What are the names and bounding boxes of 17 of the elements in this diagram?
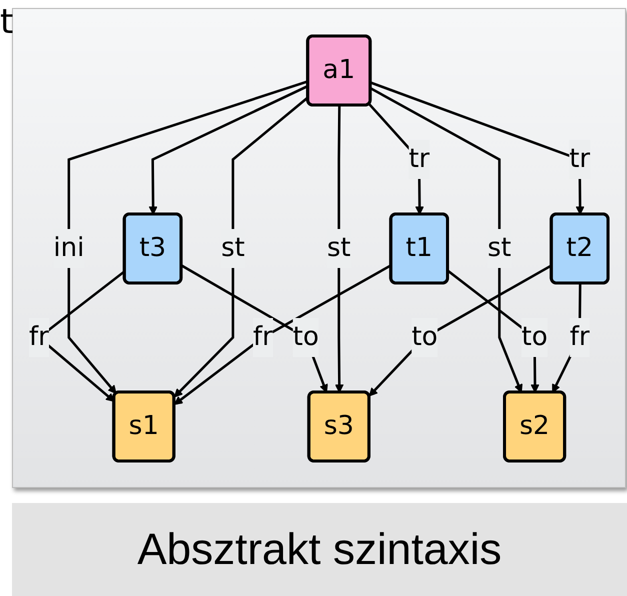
- edge-label: tr: [409, 144, 430, 174]
- edge-label: to: [522, 322, 548, 352]
- edge-label: ini: [54, 232, 85, 262]
- edge-label: to: [412, 322, 438, 352]
- edge-label: fr: [253, 322, 274, 352]
- edge-label: to: [293, 322, 320, 352]
- edge-label: st: [488, 232, 512, 262]
- edge-label: fr: [29, 322, 50, 352]
- edge-label: fr: [570, 322, 590, 352]
- edge-label: tr: [570, 144, 591, 174]
- arrow: [370, 80, 585, 214]
- text-fragment: t: [0, 2, 14, 42]
- arrow: [370, 86, 524, 392]
- caption: Absztrakt szintaxis: [137, 524, 502, 574]
- edge-label: st: [222, 232, 246, 262]
- arrow: [181, 264, 328, 392]
- edge-label: st: [328, 232, 352, 262]
